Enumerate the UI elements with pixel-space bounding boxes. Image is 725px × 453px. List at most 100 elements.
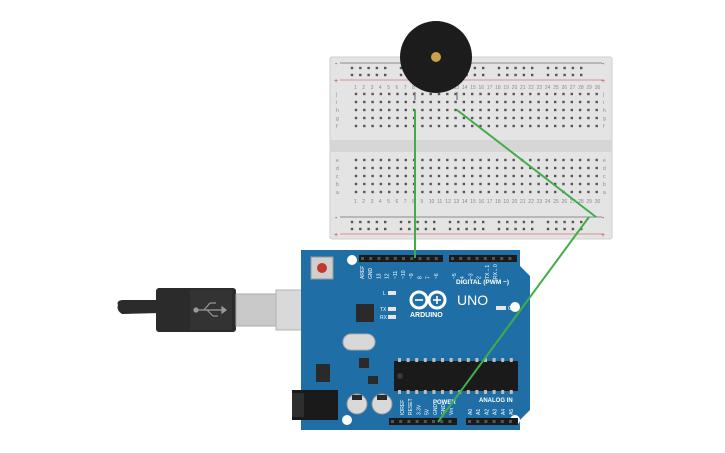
row-letter: i: [603, 100, 604, 106]
terminal-hole: [363, 158, 366, 162]
rail-hole: [546, 227, 550, 231]
pin-label: ~11: [393, 271, 399, 279]
terminal-hole: [504, 166, 507, 170]
terminal-hole: [479, 92, 482, 96]
terminal-hole: [545, 124, 549, 128]
terminal-hole: [578, 92, 582, 96]
rail-hole: [482, 66, 485, 70]
power-header-label: POWER: [433, 400, 456, 406]
terminal-hole: [471, 116, 474, 120]
terminal-hole: [429, 190, 432, 194]
mcu-pin: [492, 358, 496, 362]
arduino-brand-label: ARDUINO: [410, 312, 443, 319]
terminal-hole: [354, 166, 358, 170]
terminal-hole: [595, 174, 598, 178]
mcu-pin: [492, 390, 496, 394]
terminal-hole: [537, 182, 540, 186]
terminal-hole: [446, 116, 449, 120]
terminal-hole: [537, 108, 540, 112]
column-number: 10: [429, 199, 435, 205]
rail-hole: [563, 73, 566, 77]
power-header: [389, 418, 457, 425]
rail-hole: [367, 66, 370, 70]
terminal-hole: [479, 166, 482, 170]
rail-hole: [522, 227, 526, 231]
terminal-hole: [479, 108, 482, 112]
terminal-hole: [578, 124, 582, 128]
terminal-hole: [371, 92, 374, 96]
terminal-hole: [578, 190, 582, 194]
column-number: 28: [578, 85, 584, 91]
analog-header: [466, 418, 518, 425]
pin-label: A2: [484, 409, 490, 415]
rail-hole: [399, 66, 403, 70]
terminal-hole: [471, 92, 474, 96]
rail-hole: [367, 220, 370, 224]
terminal-hole: [545, 158, 549, 162]
terminal-hole: [595, 108, 598, 112]
terminal-hole: [454, 92, 457, 96]
column-number: 5: [387, 199, 390, 205]
terminal-hole: [437, 182, 441, 186]
terminal-hole: [371, 116, 374, 120]
terminal-hole: [371, 174, 374, 178]
column-number: 16: [479, 85, 485, 91]
terminal-hole: [363, 174, 366, 178]
terminal-hole: [429, 100, 432, 104]
terminal-hole: [371, 166, 374, 170]
led-l: [388, 291, 396, 295]
terminal-hole: [404, 100, 407, 104]
column-number: 30: [595, 85, 601, 91]
terminal-hole: [388, 116, 391, 120]
pin-label: A5: [509, 409, 515, 415]
reset-button-cap[interactable]: [317, 263, 327, 273]
pin-label: 5V: [425, 408, 431, 415]
rail-hole: [473, 227, 477, 231]
mcu-pin: [484, 390, 487, 394]
arduino-logo-symbols: [415, 296, 441, 304]
rail-hole: [506, 227, 509, 231]
header-pin-holes: [361, 257, 512, 423]
rail-plus-label-tr: +: [601, 78, 605, 85]
row-letter: j: [602, 92, 604, 98]
terminal-hole: [479, 182, 482, 186]
column-number: 26: [562, 199, 568, 205]
pin-label: ~5: [452, 273, 458, 279]
column-number: 15: [470, 199, 476, 205]
column-number: 19: [503, 85, 509, 91]
terminal-hole: [545, 116, 549, 120]
terminal-hole: [479, 116, 482, 120]
terminal-hole: [504, 158, 507, 162]
terminal-hole: [504, 182, 507, 186]
pin-label: TX→1: [485, 265, 491, 279]
terminal-hole: [487, 190, 490, 194]
rail-hole: [482, 227, 485, 231]
rail-plus-label-bl: +: [334, 232, 338, 239]
terminal-hole: [429, 92, 432, 96]
terminal-hole: [388, 182, 391, 186]
terminal-hole: [404, 124, 407, 128]
rail-hole: [473, 220, 477, 224]
terminal-hole: [363, 124, 366, 128]
rail-hole: [546, 73, 550, 77]
mcu-pin: [415, 390, 419, 394]
terminal-hole: [545, 182, 549, 186]
column-number: 25: [553, 85, 559, 91]
column-number: 22: [528, 85, 534, 91]
terminal-hole: [512, 182, 515, 186]
terminal-hole: [354, 190, 358, 194]
header-hole: [459, 257, 463, 260]
terminal-hole: [512, 166, 515, 170]
piezo-buzzer[interactable]: [400, 21, 472, 100]
row-letter: i: [336, 100, 337, 106]
rail-hole: [497, 227, 501, 231]
mcu-pin: [466, 358, 470, 362]
terminal-hole: [529, 182, 532, 186]
terminal-hole: [595, 190, 598, 194]
terminal-hole: [554, 174, 557, 178]
terminal-hole: [471, 108, 474, 112]
terminal-hole: [537, 166, 540, 170]
terminal-hole: [379, 166, 383, 170]
rail-hole: [350, 73, 354, 77]
